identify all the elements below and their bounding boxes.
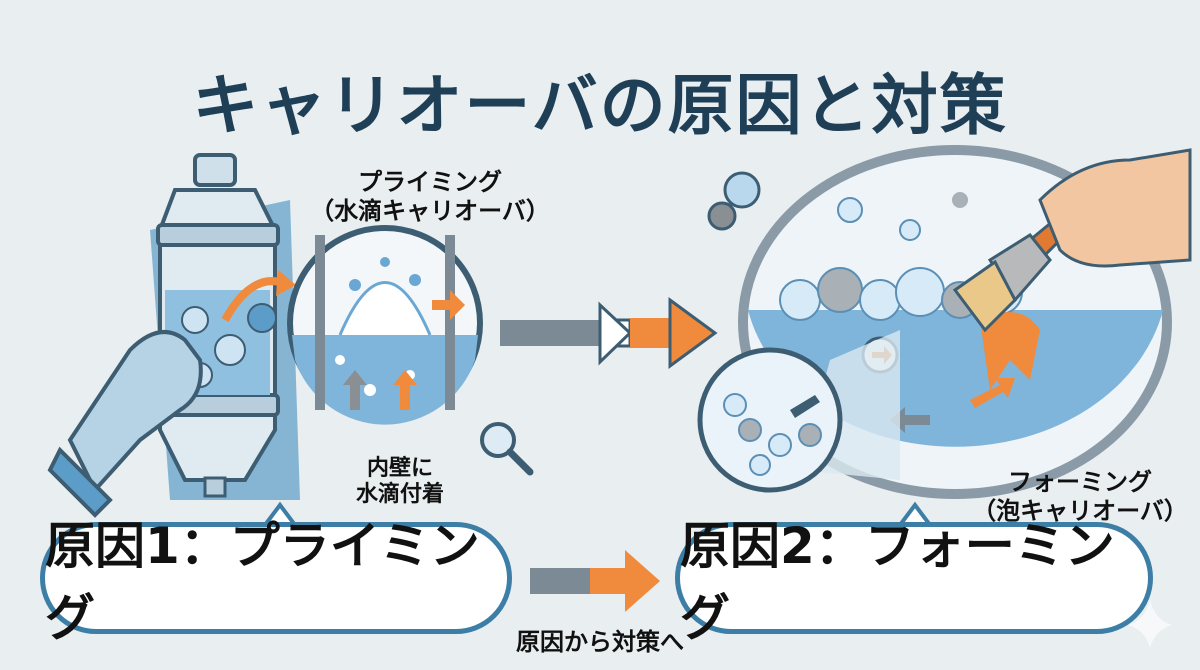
hand-icon xyxy=(67,330,203,494)
flow-arrow-icon xyxy=(530,550,660,612)
priming-label-line1: プライミング xyxy=(358,168,502,196)
wall-label-line1: 内壁に xyxy=(366,456,433,481)
wall-label-line2: 水滴付着 xyxy=(355,482,444,508)
cause1-pill: 原因1：プライミング xyxy=(40,517,512,647)
sparkle-icon xyxy=(1128,600,1172,648)
cause2-pill: 原因2：フォーミング xyxy=(675,517,1153,647)
page-title: キャリオーバの原因と対策 xyxy=(192,67,1008,144)
big-arrow-icon xyxy=(500,297,718,369)
foaming-label-line1: フォーミング xyxy=(1008,468,1152,496)
wall-droplet-label: 内壁に 水滴付着 xyxy=(330,456,470,509)
priming-label: プライミング （水滴キャリオーバ） xyxy=(290,168,570,226)
magnifier-icon xyxy=(480,422,534,476)
brush-hand-icon xyxy=(952,148,1192,333)
priming-label-line2: （水滴キャリオーバ） xyxy=(310,196,550,225)
priming-detail-circle xyxy=(287,225,483,425)
foam-inset-circle xyxy=(697,330,900,493)
foaming-label: フォーミング （泡キャリオーバ） xyxy=(960,468,1200,526)
foaming-label-line2: （泡キャリオーバ） xyxy=(972,496,1188,525)
flow-label: 原因から対策へ xyxy=(516,628,684,656)
